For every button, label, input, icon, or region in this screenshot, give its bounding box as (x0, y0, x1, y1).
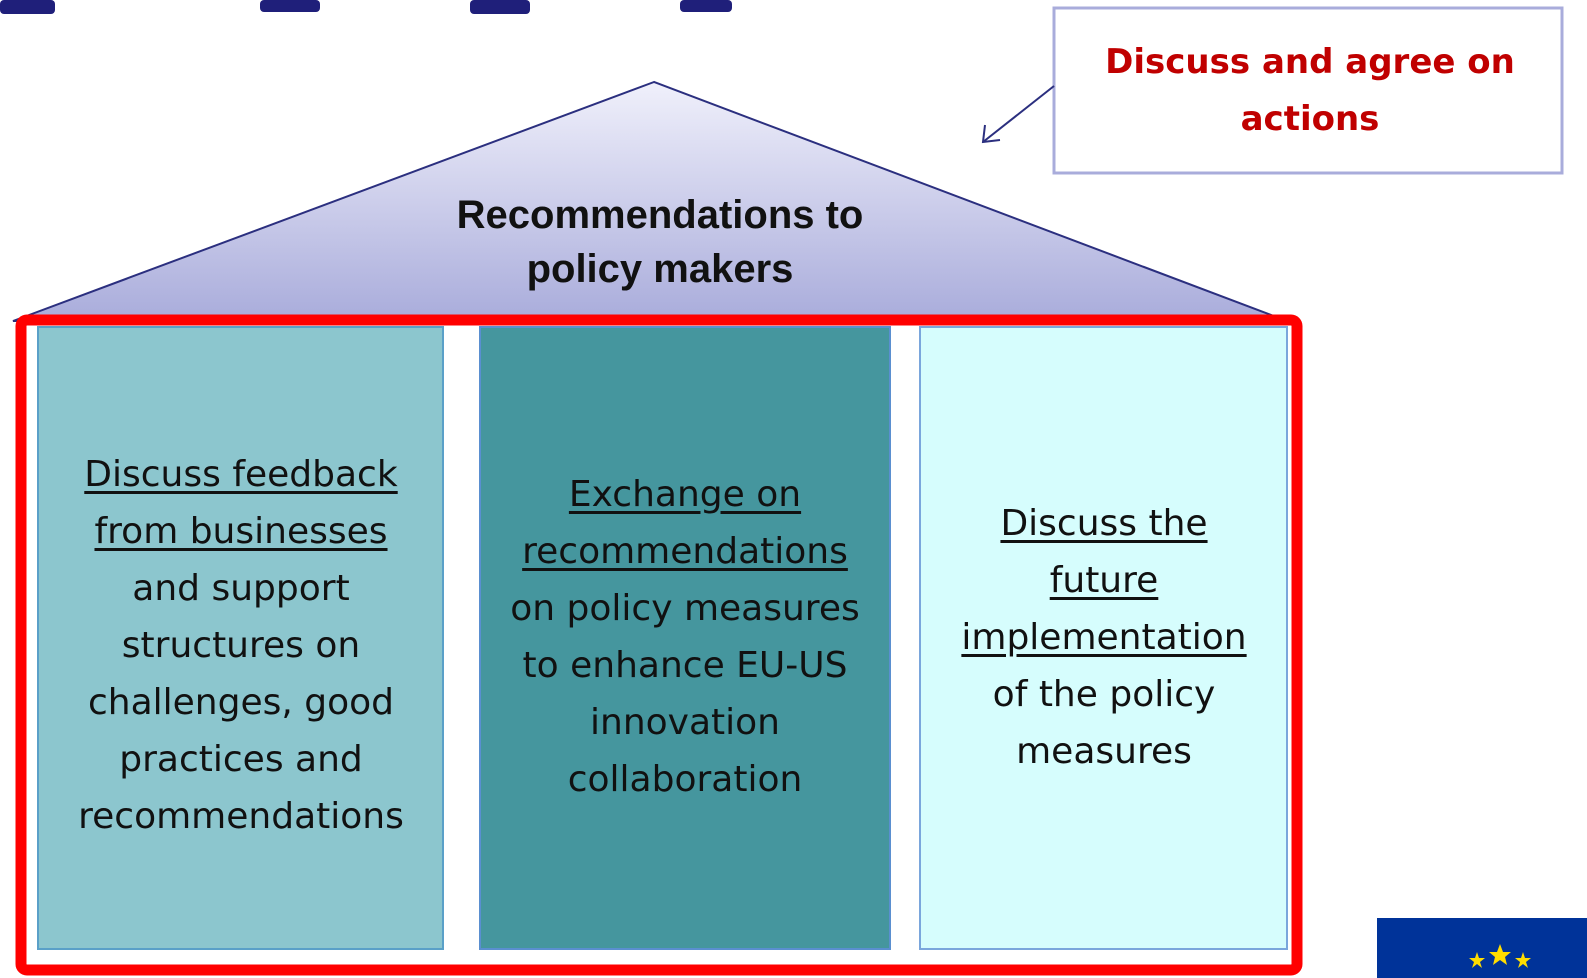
pillar-3-box (919, 326, 1288, 950)
pillar-2-line: innovation (590, 702, 780, 743)
pillar-2-line: collaboration (567, 759, 803, 800)
pillar-2-underlined-line: recommendations (522, 531, 848, 572)
callout-box (1052, 6, 1564, 175)
title-fragment (0, 0, 732, 14)
callout-label: Discuss and agree on actions (1070, 34, 1550, 148)
pillar-3-underlined-line: implementation (961, 617, 1247, 658)
pillar-3-text: Discuss the future implementation of the… (922, 495, 1286, 780)
pillar-1-text: Discuss feedback from businesses and sup… (40, 446, 442, 845)
pillar-3-underlined-line: Discuss the (1000, 503, 1208, 544)
pillar-2-underlined-line: Exchange on (568, 474, 802, 515)
pillar-2-box (479, 326, 891, 950)
pillar-2-text: Exchange on recommendations on policy me… (481, 466, 889, 808)
pillar-1-line: structures on (121, 625, 361, 666)
pillar-2-line: on policy measures (510, 588, 860, 629)
roof-label: Recommendations to policy makers (360, 188, 960, 296)
pillar-1-line: practices and (119, 739, 363, 780)
pillar-3-line: of the policy (992, 674, 1216, 715)
pillar-1-line: and support (132, 568, 350, 609)
roof-label-line2: policy makers (526, 247, 794, 291)
pillar-1-line: challenges, good (87, 682, 395, 723)
roof-label-line1: Recommendations to (456, 193, 864, 237)
callout-line2: actions (1240, 99, 1380, 139)
pillar-3-line: measures (1016, 731, 1192, 772)
callout-line1: Discuss and agree on (1105, 42, 1515, 82)
red-frame (15, 314, 1303, 976)
callout-arrow (981, 85, 1055, 144)
pillar-2-line: to enhance EU-US (522, 645, 848, 686)
eu-flag-icon (1377, 918, 1587, 978)
pillar-3-underlined-line: future (1049, 560, 1159, 601)
pillar-1-line: recommendations (78, 796, 404, 837)
pillar-1-underlined-line: Discuss feedback (84, 454, 398, 495)
pillar-1-underlined-line: from businesses (94, 511, 388, 552)
pillar-1-box (37, 326, 444, 950)
